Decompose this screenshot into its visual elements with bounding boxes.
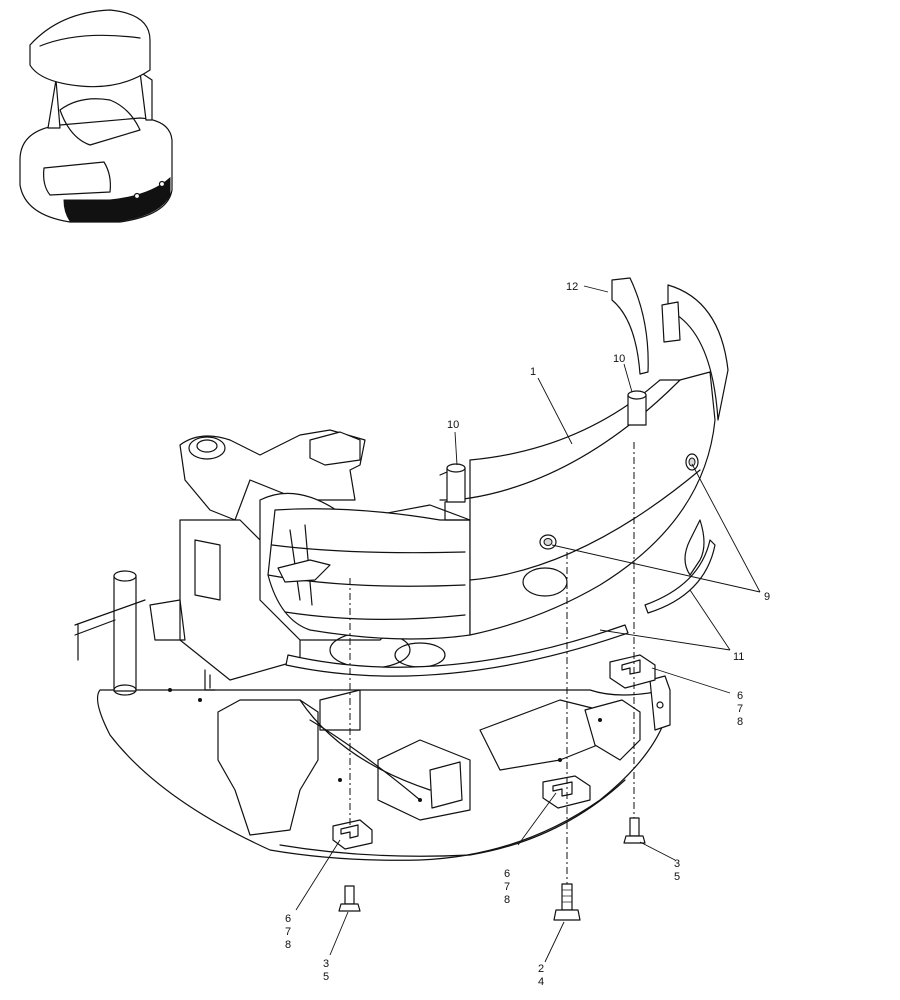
side-plate — [611, 277, 649, 375]
callout-6-left: 6 — [285, 913, 291, 925]
leader-678-left — [295, 839, 341, 911]
callout-6-mid: 6 — [504, 868, 510, 880]
leader-1 — [537, 377, 573, 445]
callout-7-mid: 7 — [504, 881, 510, 893]
shim-strip-lower — [285, 624, 629, 677]
callout-7-right: 7 — [737, 703, 743, 715]
leader-35-right — [639, 841, 676, 861]
lifting-eye-left — [439, 463, 466, 503]
callout-10-right: 10 — [613, 353, 625, 365]
callout-8-mid: 8 — [504, 894, 510, 906]
callout-7-left: 7 — [285, 926, 291, 938]
leader-35-left — [329, 911, 349, 956]
counterweight — [267, 284, 729, 640]
leader-10-right — [623, 363, 633, 393]
leader-24 — [544, 921, 565, 963]
bolt-long — [553, 883, 581, 921]
callout-5-left: 5 — [323, 971, 329, 983]
machine-locator-thumbnail — [19, 9, 173, 223]
mounting-block-left — [332, 819, 373, 850]
callout-3-right: 3 — [674, 858, 680, 870]
callout-11: 11 — [733, 651, 744, 663]
bolt-right — [623, 817, 646, 844]
callout-9: 9 — [764, 591, 770, 603]
callout-12: 12 — [566, 281, 578, 293]
callout-3-left: 3 — [323, 958, 329, 970]
leader-10-left — [454, 431, 458, 466]
callout-5-right: 5 — [674, 871, 680, 883]
leader-9 — [551, 463, 761, 593]
callout-2: 2 — [538, 963, 544, 975]
callout-4: 4 — [538, 976, 544, 988]
leader-678-right — [651, 667, 731, 694]
lifting-eye-right — [627, 390, 647, 426]
callout-1: 1 — [530, 366, 536, 378]
shim-strip-upper — [644, 539, 716, 614]
bolt-left — [338, 885, 361, 912]
callout-6-right: 6 — [737, 690, 743, 702]
callout-8-left: 8 — [285, 939, 291, 951]
mounting-block-right — [609, 654, 656, 689]
leader-678-mid — [517, 792, 557, 846]
leader-11 — [599, 589, 731, 651]
callout-8-right: 8 — [737, 716, 743, 728]
leader-12 — [583, 285, 609, 293]
callout-10-left: 10 — [447, 419, 459, 431]
